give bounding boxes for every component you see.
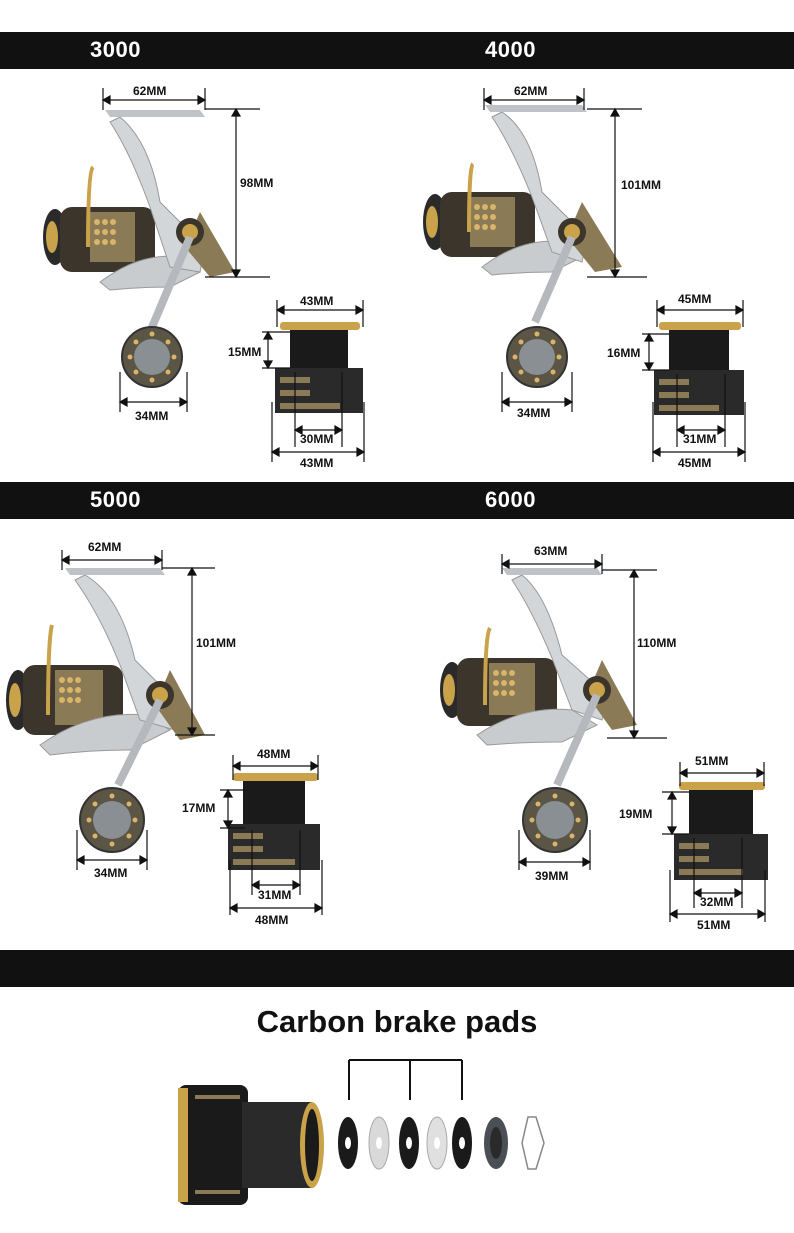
dim-height: 98MM	[240, 176, 274, 190]
spool-body	[290, 330, 348, 368]
dim-height: 110MM	[637, 636, 677, 650]
dim-spool-top: 51MM	[695, 754, 729, 768]
section-bar-bottom	[0, 950, 794, 987]
brake-pads-illustration	[178, 1059, 545, 1205]
dim-spool-inner: 31MM	[683, 432, 717, 446]
section-bar-middle: 5000 6000	[0, 482, 794, 519]
model-label-3000: 3000	[90, 37, 141, 62]
dim-spool-depth: 19MM	[619, 807, 653, 821]
model-label-6000: 6000	[485, 487, 536, 512]
dim-spool-depth: 17MM	[182, 801, 216, 815]
dim-knob: 34MM	[135, 409, 169, 423]
reel-diagram	[440, 554, 768, 922]
dim-handle-width: 63MM	[534, 544, 568, 558]
dim-handle-width: 62MM	[514, 84, 548, 98]
dim-handle-width: 62MM	[88, 540, 122, 554]
dim-spool-bottom: 45MM	[678, 456, 712, 470]
dim-handle-width: 62MM	[133, 84, 167, 98]
dim-knob: 39MM	[535, 869, 569, 883]
spool-flange	[280, 322, 360, 330]
dim-spool-bottom: 48MM	[255, 913, 289, 927]
clip-ring	[521, 1116, 545, 1170]
dim-spool-bottom: 51MM	[697, 918, 731, 932]
dim-height: 101MM	[621, 178, 662, 192]
reel-diagram	[43, 88, 366, 462]
dim-spool-depth: 15MM	[228, 345, 262, 359]
dim-spool-top: 45MM	[678, 292, 712, 306]
dim-knob: 34MM	[517, 406, 551, 420]
reel-panel-3000: 62MM 98MM 43MM 15MM 30MM 43MM 34MM	[0, 72, 397, 482]
brake-pads-title: Carbon brake pads	[256, 1004, 538, 1039]
reel-panel-4000: 62MM 101MM 45MM 16MM 31MM 45MM 34MM	[397, 72, 794, 482]
reel-panel-6000: 63MM 110MM 51MM 19MM 32MM 51MM 39MM	[397, 530, 794, 940]
dim-spool-bottom: 43MM	[300, 456, 334, 470]
dim-spool-top: 43MM	[300, 294, 334, 308]
reel-diagram	[423, 88, 747, 462]
dim-spool-depth: 16MM	[607, 346, 641, 360]
dim-spool-inner: 30MM	[300, 432, 334, 446]
dim-height: 101MM	[196, 636, 237, 650]
dim-knob: 34MM	[94, 866, 128, 880]
dim-spool-top: 48MM	[257, 747, 291, 761]
reel-diagram	[6, 550, 324, 915]
dim-spool-inner: 31MM	[258, 888, 292, 902]
reel-panel-5000: 62MM 101MM 48MM 17MM 31MM 48MM 34MM	[0, 530, 397, 940]
model-label-5000: 5000	[90, 487, 141, 512]
section-bar-top: 3000 4000	[0, 32, 794, 69]
dim-spool-inner: 32MM	[700, 895, 734, 909]
model-label-4000: 4000	[485, 37, 536, 62]
brake-spool	[178, 1085, 324, 1205]
